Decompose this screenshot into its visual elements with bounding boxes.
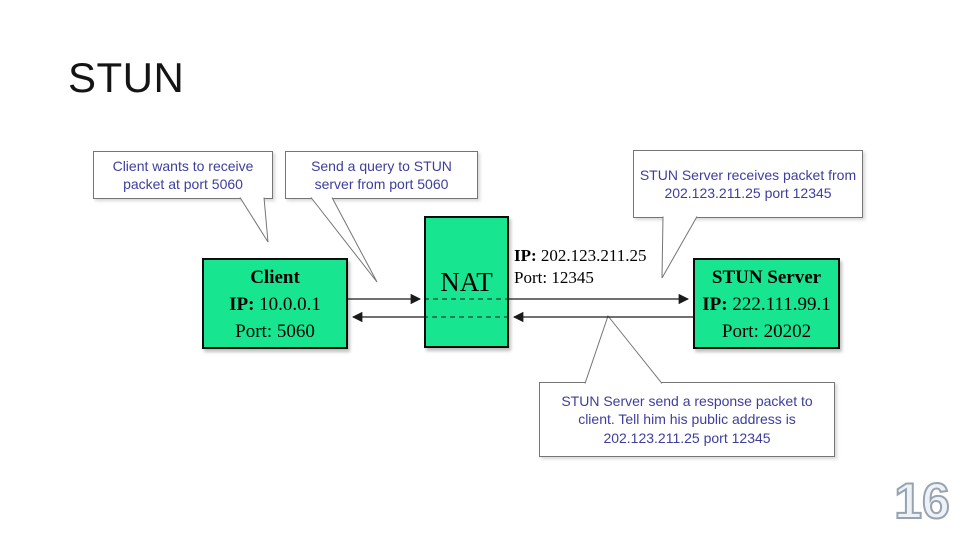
- node-server-port: Port: 20202: [695, 318, 838, 345]
- ip-value: 202.123.211.25: [540, 246, 647, 265]
- node-client-title: Client: [250, 267, 300, 288]
- mapping-ip-line: IP: 202.123.211.25: [514, 245, 647, 267]
- ip-value: 10.0.0.1: [259, 294, 321, 315]
- port-label: Port:: [514, 268, 548, 287]
- callout-tail-client-wants-receive: [239, 197, 269, 243]
- port-label: Port:: [235, 321, 273, 342]
- ip-value: 222.111.99.1: [732, 294, 831, 315]
- node-client-port: Port: 5060: [204, 318, 346, 345]
- node-nat: NAT: [424, 216, 509, 348]
- node-client-ip: IP: 10.0.0.1: [204, 291, 346, 318]
- slide-title: STUN: [68, 54, 185, 101]
- callout-tail-server-receives: [661, 216, 698, 279]
- ip-label: IP:: [514, 246, 537, 265]
- node-nat-title: NAT: [440, 266, 493, 297]
- ip-label: IP:: [702, 294, 728, 315]
- mapping-port-line: Port: 12345: [514, 267, 647, 289]
- callout-client-wants-receive: Client wants to receive packet at port 5…: [93, 151, 273, 199]
- node-stun-server: STUN Server IP: 222.111.99.1 Port: 20202: [693, 258, 840, 349]
- port-value: 12345: [551, 268, 594, 287]
- port-value: 20202: [763, 321, 812, 342]
- node-client: Client IP: 10.0.0.1 Port: 5060: [202, 258, 348, 349]
- callout-text: STUN Server send a response packet to cl…: [561, 392, 813, 446]
- page-number: 16: [893, 472, 951, 530]
- callout-tail-server-response: [584, 314, 663, 384]
- callout-text: Send a query to STUN server from port 50…: [311, 157, 452, 192]
- callout-server-receives: STUN Server receives packet from 202.123…: [633, 150, 863, 218]
- node-server-title: STUN Server: [711, 267, 822, 288]
- nat-public-mapping-label: IP: 202.123.211.25 Port: 12345: [514, 245, 647, 289]
- callout-text: Client wants to receive packet at port 5…: [112, 157, 254, 192]
- callout-server-response: STUN Server send a response packet to cl…: [539, 382, 835, 457]
- port-value: 5060: [276, 321, 315, 342]
- callout-send-query: Send a query to STUN server from port 50…: [285, 151, 478, 199]
- callout-text: STUN Server receives packet from 202.123…: [639, 166, 857, 201]
- node-server-ip: IP: 222.111.99.1: [695, 291, 838, 318]
- port-label: Port:: [721, 321, 759, 342]
- ip-label: IP:: [229, 294, 255, 315]
